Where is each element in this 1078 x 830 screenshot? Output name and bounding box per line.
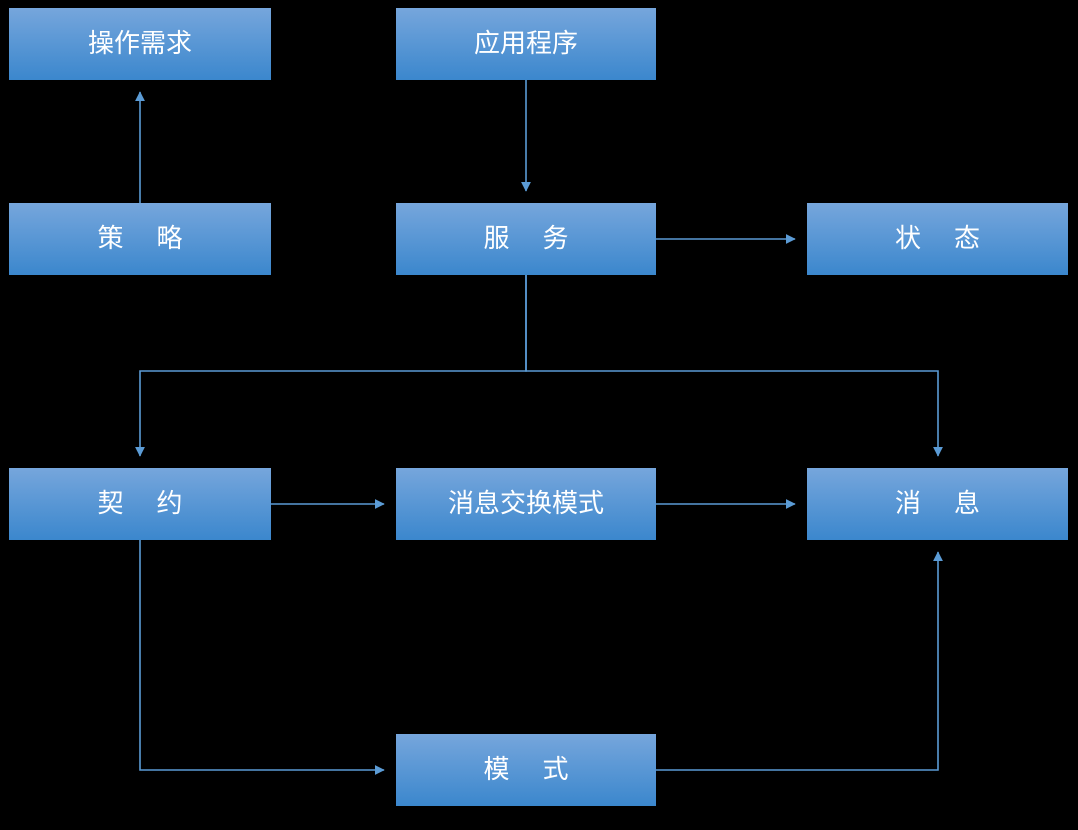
edge-service-to-message: [525, 275, 943, 457]
edge-pattern-to-message: [656, 551, 943, 771]
node-state-label: 状 态: [894, 224, 981, 254]
node-message-exchange-pattern[interactable]: 消息交换模式: [396, 468, 656, 540]
node-message-exchange-pattern-label: 消息交换模式: [447, 489, 604, 519]
node-policy-label: 策 略: [97, 224, 183, 254]
edge-contract-to-pattern: [139, 540, 385, 775]
node-message-label: 消 息: [894, 489, 981, 519]
node-state[interactable]: 状 态: [807, 203, 1068, 275]
node-application-label: 应用程序: [473, 29, 578, 59]
node-message[interactable]: 消 息: [807, 468, 1068, 540]
node-application[interactable]: 应用程序: [396, 8, 656, 80]
node-operational-requirement[interactable]: 操作需求: [9, 8, 271, 80]
node-pattern[interactable]: 模 式: [396, 734, 656, 806]
edge-service-to-contract: [135, 275, 527, 457]
node-operational-requirement-label: 操作需求: [87, 29, 192, 59]
node-pattern-label: 模 式: [483, 755, 569, 785]
node-policy[interactable]: 策 略: [9, 203, 271, 275]
node-contract[interactable]: 契 约: [9, 468, 271, 540]
node-service[interactable]: 服 务: [396, 203, 656, 275]
node-contract-label: 契 约: [97, 489, 183, 519]
node-service-label: 服 务: [483, 224, 569, 254]
